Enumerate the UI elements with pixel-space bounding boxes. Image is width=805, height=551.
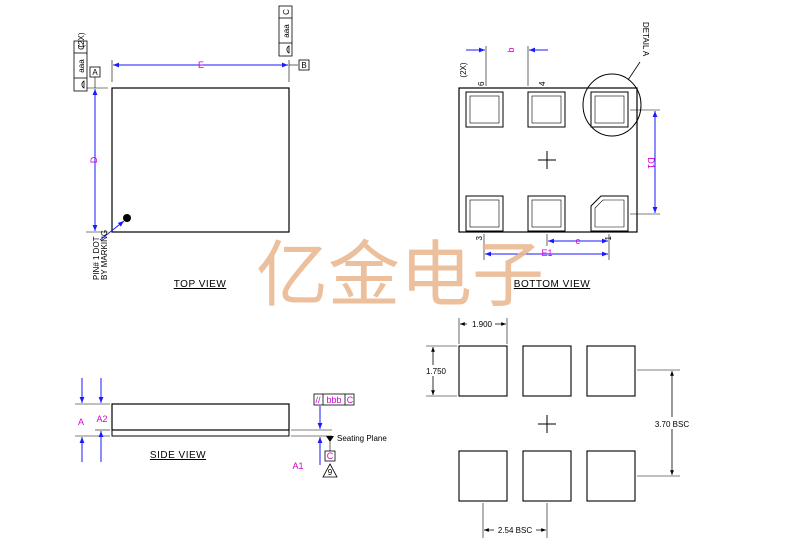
pad-height-label: 1.750 (426, 367, 447, 376)
land-pattern: 1.900 1.750 3.70 BSC 2.54 BSC (422, 318, 692, 538)
dim-D1-label: D1 (646, 157, 656, 169)
svg-text://: // (315, 395, 321, 405)
detail-a-label: DETAIL A (641, 22, 650, 57)
land-pad-top-mid (522, 345, 572, 397)
bottom-view-title: BOTTOM VIEW (514, 279, 590, 290)
datum-A: A (92, 68, 98, 77)
tol-frame-top-right: aaa C (278, 5, 293, 57)
svg-text:C: C (282, 9, 291, 15)
side-view: A A2 A1 // bbb C Seating Plane C 9 SIDE … (75, 378, 387, 478)
pitch-h-label: 2.54 BSC (498, 526, 532, 535)
pin-4-label: 4 (538, 81, 547, 86)
pin-3-label: 3 (475, 235, 484, 240)
land-pad-top-left (458, 345, 508, 397)
count-2x-top: (2X) (77, 32, 86, 47)
dim-E1-label: E1 (541, 248, 552, 258)
pad-2 (527, 195, 566, 232)
land-pad-bot-right (586, 450, 636, 502)
land-pad-bot-mid (522, 450, 572, 502)
detail-a-circle (582, 73, 642, 137)
svg-text:aaa: aaa (77, 59, 86, 73)
pad-width-label: 1.900 (472, 320, 493, 329)
dim-e-label: e (575, 236, 580, 246)
svg-text:C: C (77, 44, 86, 50)
land-pad-top-right (586, 345, 636, 397)
top-view: E B aaa C D A aaa C (2X) (73, 5, 310, 290)
datum-B: B (301, 61, 306, 70)
dim-b-label: b (506, 47, 516, 52)
dim-A2-label: A2 (96, 414, 107, 424)
count-2x-bottom: (2X) (459, 62, 468, 77)
top-view-title: TOP VIEW (174, 279, 227, 290)
pitch-v-label: 3.70 BSC (655, 420, 689, 429)
pin-1-label: 1 (604, 235, 613, 240)
side-view-title: SIDE VIEW (150, 450, 206, 461)
pin-6-label: 6 (477, 81, 486, 86)
svg-text:C: C (347, 395, 354, 405)
svg-text:bbb: bbb (326, 395, 341, 405)
dim-E-label: E (198, 60, 204, 70)
bottom-pads (465, 91, 629, 232)
pin1-dot (123, 214, 131, 222)
pin1-label: PIN# 1 DOT (92, 236, 101, 280)
seating-plane-label: Seating Plane (337, 434, 387, 443)
pad-5 (527, 91, 566, 128)
bottom-view: b (2X) 6 4 DETAIL A D1 e E1 3 1 BOTTOM V… (458, 22, 660, 290)
side-view-body (111, 403, 290, 431)
pin1-label-2: BY MARKING (100, 230, 109, 280)
dim-D-label: D (89, 156, 99, 163)
pad-4 (590, 91, 629, 128)
datum-flag: 9 (328, 468, 333, 477)
bottom-view-body (458, 87, 638, 233)
land-pad-bot-left (458, 450, 508, 502)
watermark: 亿金电子 (256, 233, 544, 317)
dim-A-label: A (78, 417, 84, 427)
pad-6 (465, 91, 504, 128)
pad-1 (590, 195, 629, 232)
dim-A1-label: A1 (292, 461, 303, 471)
top-view-body (111, 87, 290, 233)
tol-frame-bbb: // bbb C (313, 393, 355, 406)
pad-3 (465, 195, 504, 232)
svg-text:aaa: aaa (282, 24, 291, 38)
datum-C: C (327, 451, 334, 461)
tol-frame-top-left: aaa C (73, 40, 88, 92)
